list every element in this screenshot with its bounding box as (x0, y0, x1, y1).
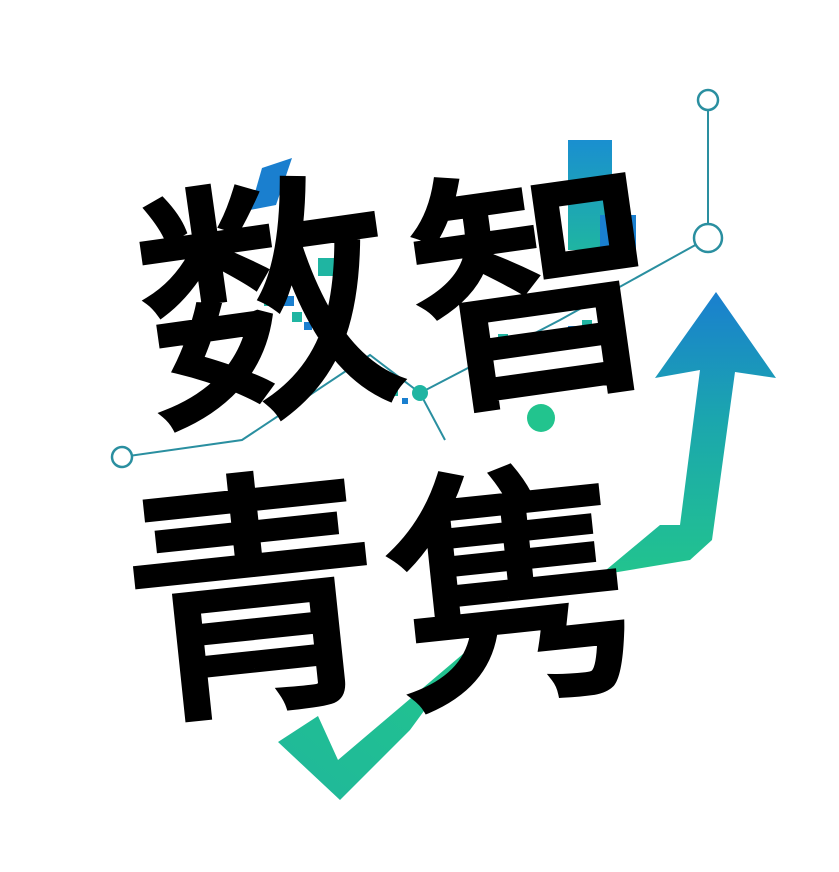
logo-char-jun: 隽 (372, 436, 651, 752)
pixel-cluster-icon (264, 258, 592, 404)
logo-char-shu: 数 (122, 143, 416, 473)
logo-char-qing: 青 (111, 441, 396, 763)
network-node-icon (110, 88, 724, 469)
accent-blocks (250, 140, 636, 432)
checkmark-icon (278, 648, 470, 800)
logo-char-zhi: 智 (394, 131, 682, 454)
rising-arrow-icon (600, 292, 776, 575)
